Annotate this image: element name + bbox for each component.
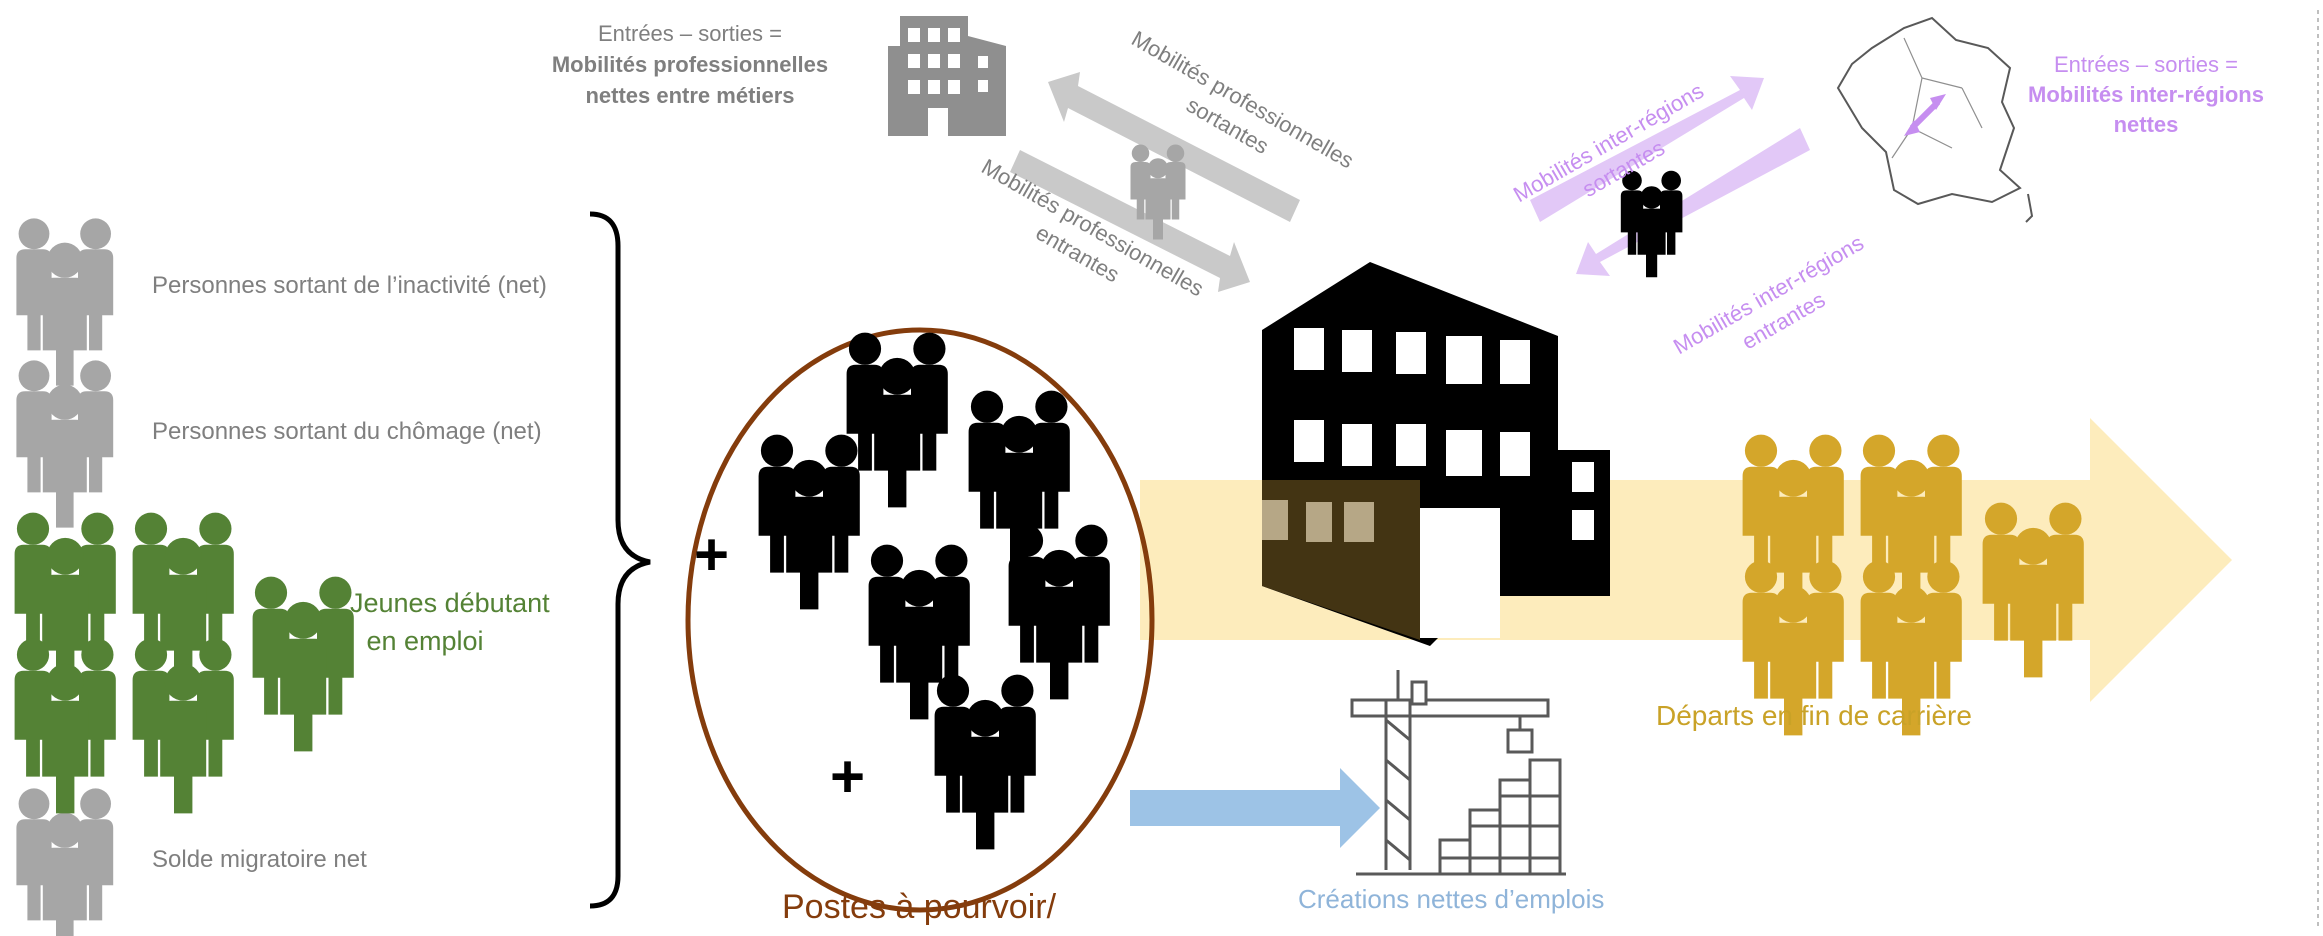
- brace: [589, 211, 651, 909]
- reg-net-label: Entrées – sorties = Mobilités inter-régi…: [2006, 50, 2286, 140]
- people-group-icon: [132, 638, 234, 814]
- youth-line2: en emploi: [366, 626, 484, 656]
- youth-label: Jeunes débutant en emploi: [350, 584, 550, 660]
- pro-net-label: Entrées – sorties = Mobilités profession…: [530, 18, 850, 111]
- reg-net-line1: Entrées – sorties =: [2053, 52, 2239, 77]
- people-group-icon: [934, 674, 1036, 850]
- gold-groups: [1742, 434, 2084, 736]
- people-group-icon: [758, 434, 860, 610]
- people-group-icon: [14, 638, 116, 814]
- job-creation-label: Créations nettes d’emplois: [1298, 884, 1605, 914]
- people-group-icon: [252, 576, 354, 752]
- pro-net-line1: Entrées – sorties =: [597, 21, 783, 46]
- people-group-icon: [1982, 502, 2084, 678]
- people-group-icon: [846, 332, 948, 508]
- pro-net-line2: Mobilités professionnelles: [551, 52, 829, 77]
- inactivity-label: Personnes sortant de l’inactivité (net): [152, 272, 547, 299]
- pro-net-line3: nettes entre métiers: [585, 83, 795, 108]
- positions-label: Postes à pourvoir/: [782, 888, 1057, 926]
- reg-net-line3: nettes: [2113, 112, 2179, 137]
- people-group-icon: [1008, 524, 1110, 700]
- unemployment-label: Personnes sortant du chômage (net): [152, 418, 542, 445]
- youth-line1: Jeunes débutant: [350, 588, 550, 618]
- plus-sign-bottom: +: [830, 743, 866, 810]
- people-group-icon: [16, 218, 114, 386]
- reg-net-line2: Mobilités inter-régions: [2028, 82, 2264, 107]
- retirements-label: Départs en fin de carrière: [1656, 700, 1972, 731]
- flow-arrow-blue: [1130, 768, 1380, 848]
- office-building-icon: [888, 16, 1006, 136]
- migration-label: Solde migratoire net: [152, 846, 367, 873]
- office-building-icon: [1262, 262, 1610, 646]
- people-group-icon: [16, 360, 114, 528]
- plus-sign-top: +: [694, 521, 730, 588]
- green-groups: [14, 512, 354, 814]
- construction-crane-icon: [1350, 670, 1566, 876]
- positions-ellipse: [685, 327, 1155, 913]
- people-group-icon: [1620, 170, 1683, 278]
- black-groups: [758, 332, 1110, 850]
- france-map-icon: [1836, 16, 2034, 223]
